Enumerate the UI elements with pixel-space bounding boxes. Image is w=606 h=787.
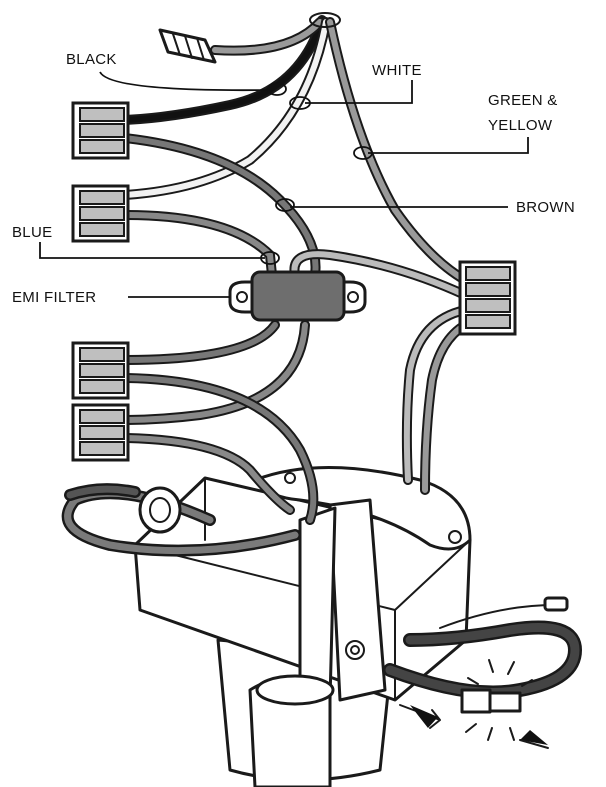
ceiling-entry-hole xyxy=(309,12,341,28)
label-emi-filter: EMI FILTER xyxy=(12,289,96,306)
click-burst-icon xyxy=(465,659,533,741)
label-brown: BROWN xyxy=(516,199,575,216)
label-blue: BLUE xyxy=(12,224,52,241)
push-arrow-left-icon xyxy=(399,704,441,729)
downrod-clamp xyxy=(328,498,387,702)
green-yellow-wire xyxy=(325,17,470,285)
connector-3 xyxy=(71,341,130,400)
label-black: BLACK xyxy=(66,51,117,68)
wire-nut xyxy=(158,28,217,64)
plug-connector-left xyxy=(460,688,492,714)
connector-1 xyxy=(71,101,130,160)
label-green-yellow-line1: GREEN & xyxy=(488,92,558,109)
label-white: WHITE xyxy=(372,62,422,79)
connector-4 xyxy=(71,403,130,462)
connector-2 xyxy=(71,184,130,243)
wire-bundle xyxy=(120,15,470,525)
mounting-assembly xyxy=(61,466,582,787)
connector-right xyxy=(458,260,517,336)
push-arrow-right-icon xyxy=(519,739,549,749)
plug-connector-right xyxy=(488,691,522,713)
label-green-yellow-line2: YELLOW xyxy=(488,117,553,134)
emi-filter xyxy=(228,270,367,322)
